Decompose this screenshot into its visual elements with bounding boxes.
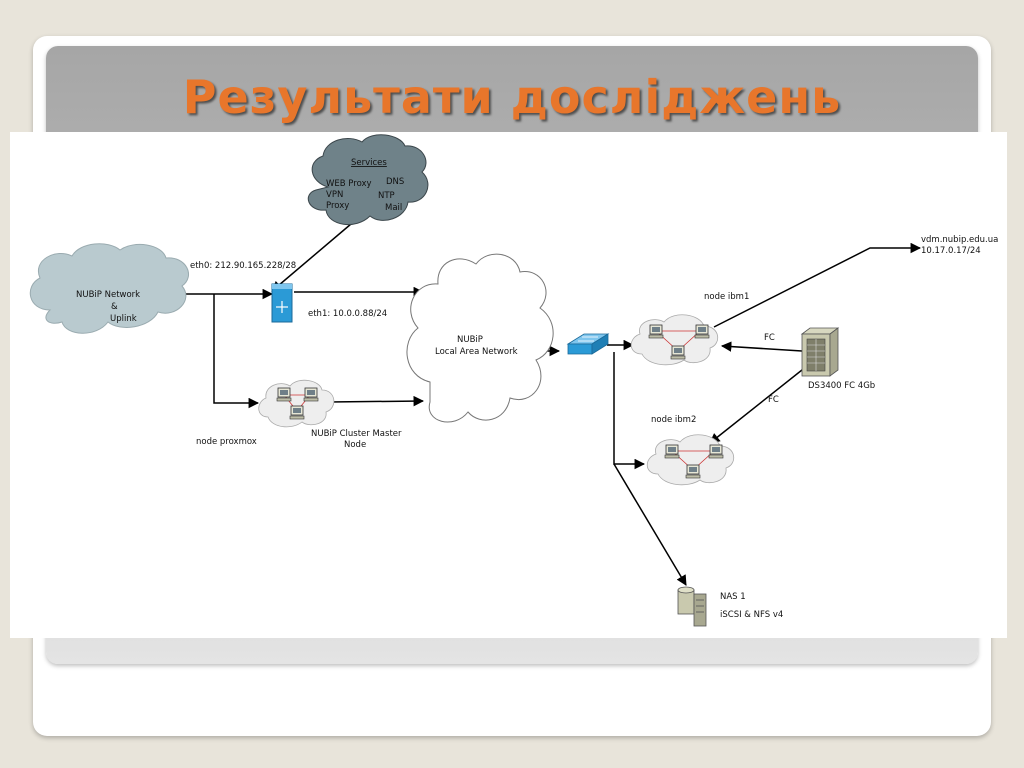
fc-label-1: FC (764, 333, 775, 343)
node-ibm1-label: node ibm1 (704, 292, 749, 302)
lan-line2: Local Area Network (435, 347, 518, 357)
link-storage-ibm2 (709, 365, 808, 444)
link-storage-ibm1 (720, 341, 803, 352)
storage-label: DS3400 FC 4Gb (808, 381, 875, 391)
service-dns: DNS (386, 177, 404, 187)
lan-line1: NUBiP (457, 335, 483, 345)
node-ibm1-cluster-icon (630, 314, 718, 366)
node-ibm2-cluster-icon (646, 434, 734, 486)
link-switch-ibm2 (613, 352, 646, 470)
fc-label-2: FC (768, 395, 779, 405)
uplink-cloud-icon (29, 243, 189, 334)
service-vpn: VPN (326, 190, 343, 200)
service-ntp: NTP (378, 191, 395, 201)
link-services-firewall (271, 223, 352, 292)
firewall-icon (271, 283, 293, 323)
network-diagram: Services WEB Proxy VPN Proxy DNS NTP Mai… (10, 132, 1007, 638)
uplink-line1: NUBiP Network (76, 290, 140, 300)
service-mail: Mail (385, 203, 402, 213)
services-cloud-icon (307, 134, 429, 226)
link-ibm1-vdm (713, 242, 922, 328)
vdm-label-1: vdm.nubip.edu.ua (921, 235, 998, 245)
nas-label-2: iSCSI & NFS v4 (720, 610, 783, 620)
uplink-line3: Uplink (110, 314, 137, 324)
service-proxy: Proxy (326, 201, 349, 211)
storage-array-icon (800, 327, 840, 377)
cluster-master-label-1: NUBiP Cluster Master (311, 429, 402, 439)
nas-server-icon (677, 586, 707, 627)
node-proxmox-label: node proxmox (196, 437, 257, 447)
link-cluster-lan (327, 395, 425, 407)
slide-title: Результати досліджень (182, 70, 842, 124)
services-title: Services (351, 158, 387, 168)
eth0-label: eth0: 212.90.165.228/28 (190, 261, 296, 271)
link-switch-nas (613, 463, 687, 586)
link-uplink-cluster (213, 294, 260, 409)
node-ibm2-label: node ibm2 (651, 415, 696, 425)
nas-label-1: NAS 1 (720, 592, 746, 602)
switch-icon (566, 333, 610, 355)
lan-cloud-icon (406, 253, 554, 423)
uplink-line2: & (111, 302, 118, 312)
service-web-proxy: WEB Proxy (326, 179, 372, 189)
vdm-label-2: 10.17.0.17/24 (921, 246, 981, 256)
eth1-label: eth1: 10.0.0.88/24 (308, 309, 387, 319)
cluster-master-icon (258, 379, 335, 428)
cluster-master-label-2: Node (344, 440, 366, 450)
